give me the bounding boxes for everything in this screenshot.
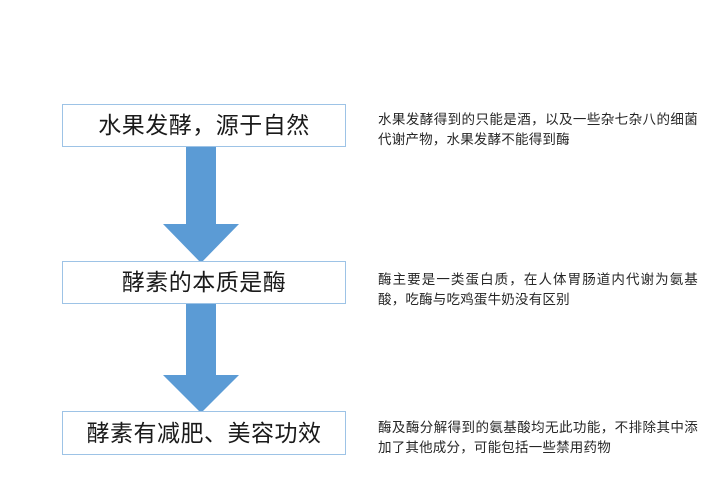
flow-box-step-3-label: 酵素有减肥、美容功效 bbox=[86, 420, 322, 446]
annotation-step-2: 酶主要是一类蛋白质，在人体胃肠道内代谢为氨基酸，吃酶与吃鸡蛋牛奶没有区别 bbox=[378, 271, 698, 307]
flow-box-step-1[interactable]: 水果发酵，源于自然 bbox=[62, 104, 346, 147]
annotation-step-3: 酶及酶分解得到的氨基酸均无此功能，不排除其中添加了其他成分，可能包括一些禁用药物 bbox=[378, 419, 698, 455]
flow-box-step-3[interactable]: 酵素有减肥、美容功效 bbox=[62, 411, 346, 455]
annotation-step-1: 水果发酵得到的只能是酒，以及一些杂七杂八的细菌代谢产物，水果发酵不能得到酶 bbox=[378, 111, 698, 147]
flow-box-step-1-label: 水果发酵，源于自然 bbox=[98, 113, 310, 138]
down-arrow-icon-1 bbox=[163, 146, 239, 263]
flow-box-step-2[interactable]: 酵素的本质是酶 bbox=[62, 261, 346, 304]
down-arrow-icon-2 bbox=[163, 303, 239, 413]
flow-box-step-2-label: 酵素的本质是酶 bbox=[121, 270, 287, 295]
